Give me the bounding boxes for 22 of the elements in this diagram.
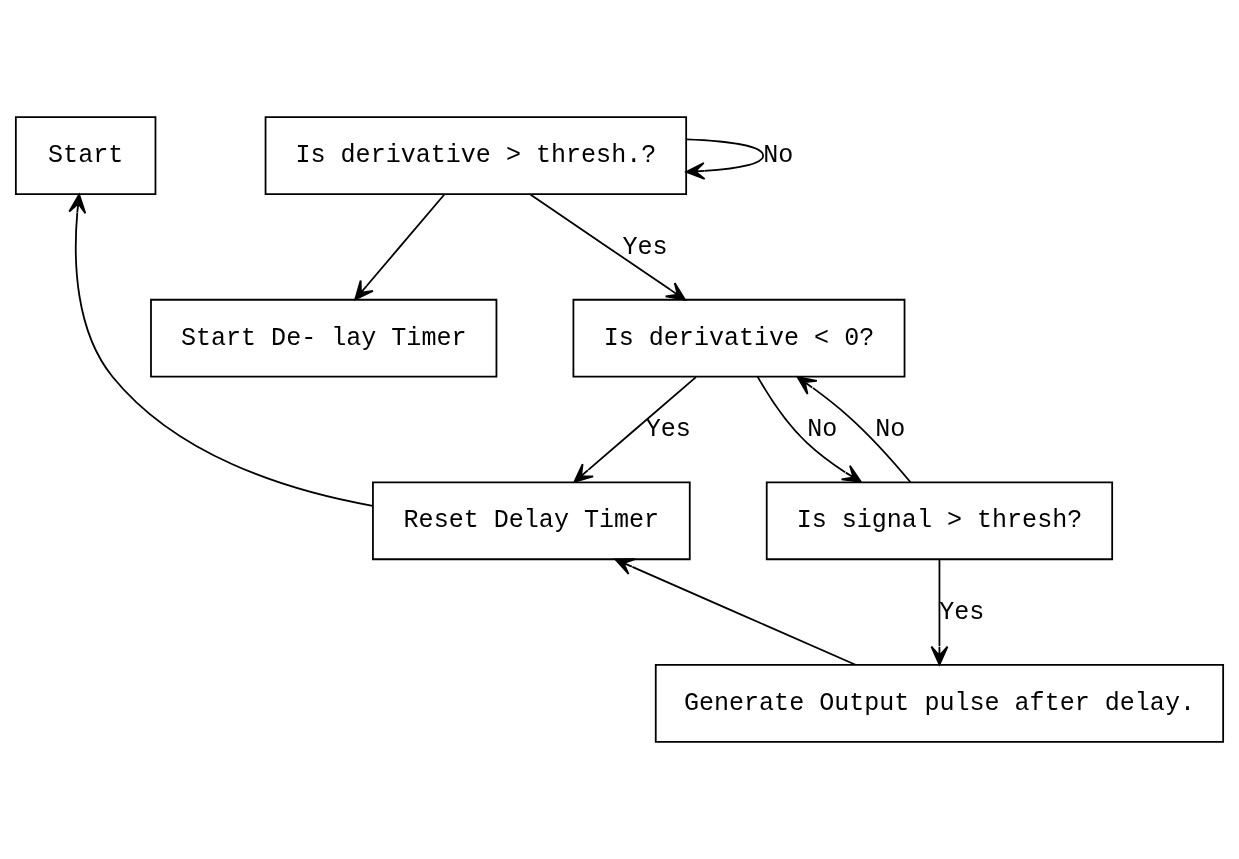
arrow [685, 138, 765, 180]
edge-label: No [875, 415, 906, 445]
edge-label: No [807, 415, 838, 445]
node-box: Is derivative < 0? [572, 298, 906, 378]
arrow [573, 376, 697, 483]
edge-label: Yes [622, 232, 668, 262]
node-box: Start [14, 116, 157, 196]
arrow [614, 558, 857, 666]
arrow [796, 376, 912, 484]
arrow [529, 193, 686, 301]
node-box: Start De- lay Timer [150, 298, 498, 378]
node-box: Generate Output pulse after delay. [654, 663, 1225, 743]
arrow [68, 193, 374, 507]
arrow [354, 193, 446, 301]
arrow [930, 558, 949, 666]
node-box: Is derivative > thresh.? [264, 116, 688, 196]
arrow [756, 376, 862, 483]
edge-label: Yes [939, 597, 985, 627]
node-box: Reset Delay Timer [372, 481, 691, 561]
edge-label: Yes [645, 415, 691, 445]
edge-label: No [763, 141, 794, 171]
node-box: Is signal > thresh? [765, 481, 1114, 561]
